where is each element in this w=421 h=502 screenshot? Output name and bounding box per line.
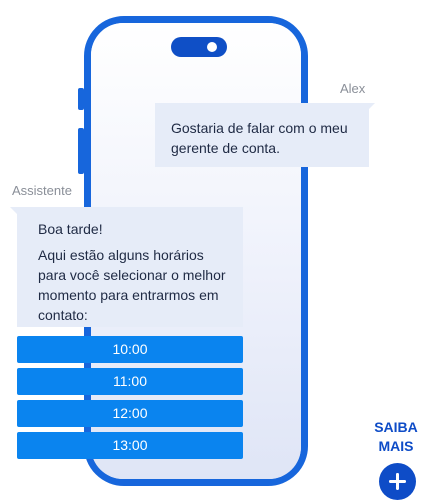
- phone-side-button-top: [78, 88, 84, 110]
- time-option-button-1100[interactable]: 11:00: [17, 368, 243, 395]
- phone-notch: [171, 37, 227, 57]
- phone-side-button-middle: [78, 128, 84, 174]
- plus-icon: [389, 473, 406, 490]
- saiba-mais-plus-button[interactable]: [379, 463, 416, 500]
- saiba-mais-link[interactable]: SAIBA MAIS: [366, 418, 421, 456]
- time-option-button-1000[interactable]: 10:00: [17, 336, 243, 363]
- saiba-mais-line1: SAIBA: [374, 419, 418, 435]
- user-message-text: Gostaria de falar com o meu gerente de c…: [171, 120, 348, 156]
- assistant-message-bubble: Boa tarde! Aqui estão alguns horários pa…: [10, 207, 243, 327]
- assistant-greeting: Boa tarde!: [38, 221, 103, 237]
- assistant-name-label: Assistente: [12, 183, 72, 198]
- camera-icon: [207, 42, 217, 52]
- time-option-button-1300[interactable]: 13:00: [17, 432, 243, 459]
- user-message-bubble: Gostaria de falar com o meu gerente de c…: [155, 103, 375, 167]
- assistant-message-text: Aqui estão alguns horários para você sel…: [38, 247, 226, 323]
- saiba-mais-line2: MAIS: [378, 438, 414, 454]
- user-name-label: Alex: [340, 81, 366, 96]
- time-option-button-1200[interactable]: 12:00: [17, 400, 243, 427]
